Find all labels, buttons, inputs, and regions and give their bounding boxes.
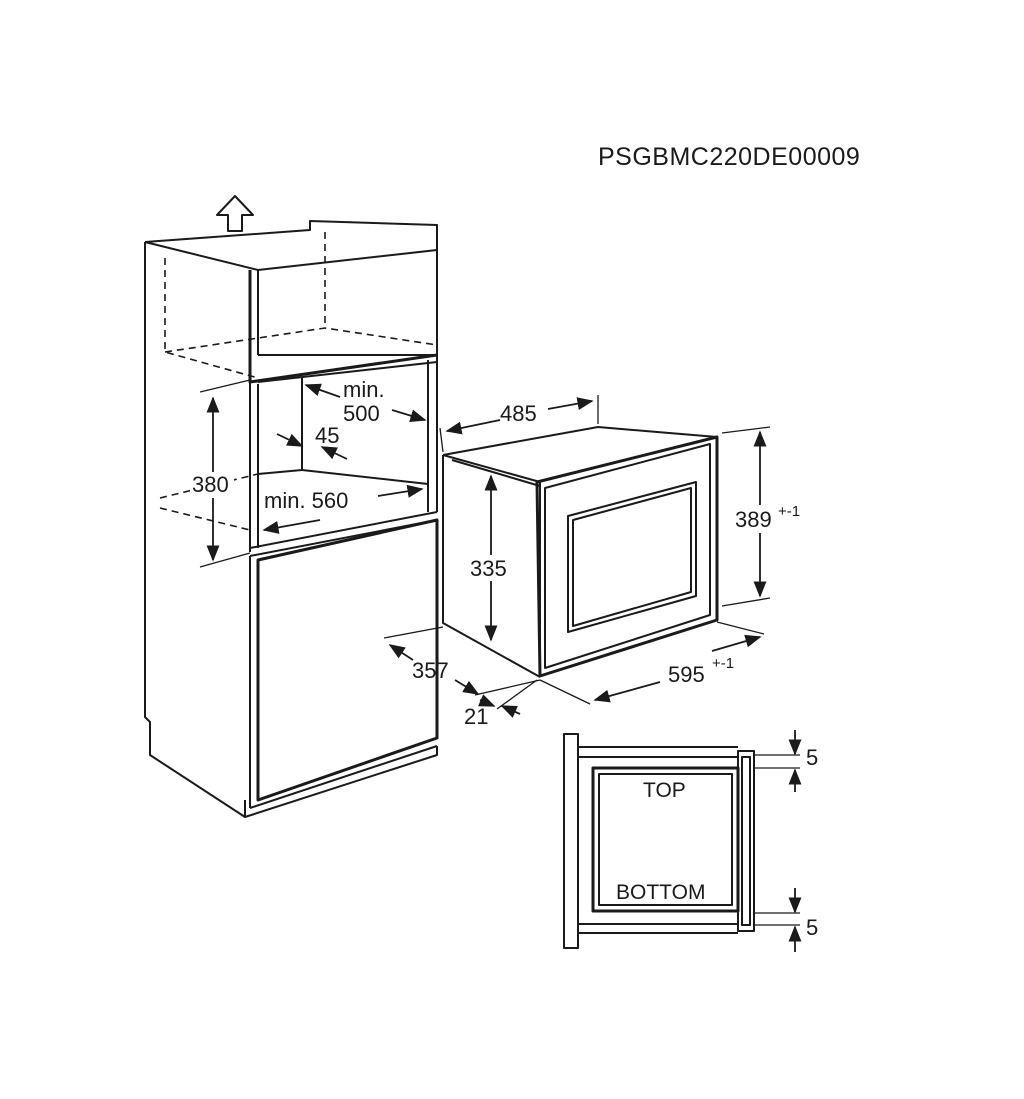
- dim-front-height-tol: +-1: [778, 503, 800, 520]
- dim-niche-width: min. 560: [264, 488, 348, 513]
- dim-niche-depth-l2: 500: [343, 401, 380, 426]
- label-top: TOP: [643, 779, 686, 802]
- dim-niche-depth-l1: min.: [343, 377, 385, 402]
- arrow-up-outline-icon: [216, 195, 254, 232]
- dim-front-height: 389: [735, 507, 772, 532]
- gap-bottom: 5: [806, 915, 818, 940]
- dim-niche-height: 380: [192, 472, 229, 497]
- dim-vent-gap: 45: [315, 423, 339, 448]
- gap-top: 5: [806, 745, 818, 770]
- cabinet: [144, 195, 439, 818]
- dim-depth: 485: [500, 401, 537, 426]
- microwave-dimensions: 485 335 389 +-1 595 +-1 357 21: [383, 395, 807, 729]
- microwave: [442, 426, 719, 678]
- dim-body-height: 335: [470, 556, 507, 581]
- dim-front-thickness: 21: [464, 704, 488, 729]
- dim-front-width-tol: +-1: [712, 655, 734, 672]
- dim-front-width: 595: [668, 662, 705, 687]
- cabinet-dimensions: 380 min. 500 45 min. 560: [190, 377, 427, 568]
- model-code: PSGBMC220DE00009: [598, 143, 860, 171]
- dim-body-depth: 357: [412, 658, 449, 683]
- mounting-detail: 5 5 TOP BOTTOM: [563, 730, 818, 952]
- label-bottom: BOTTOM: [616, 881, 705, 904]
